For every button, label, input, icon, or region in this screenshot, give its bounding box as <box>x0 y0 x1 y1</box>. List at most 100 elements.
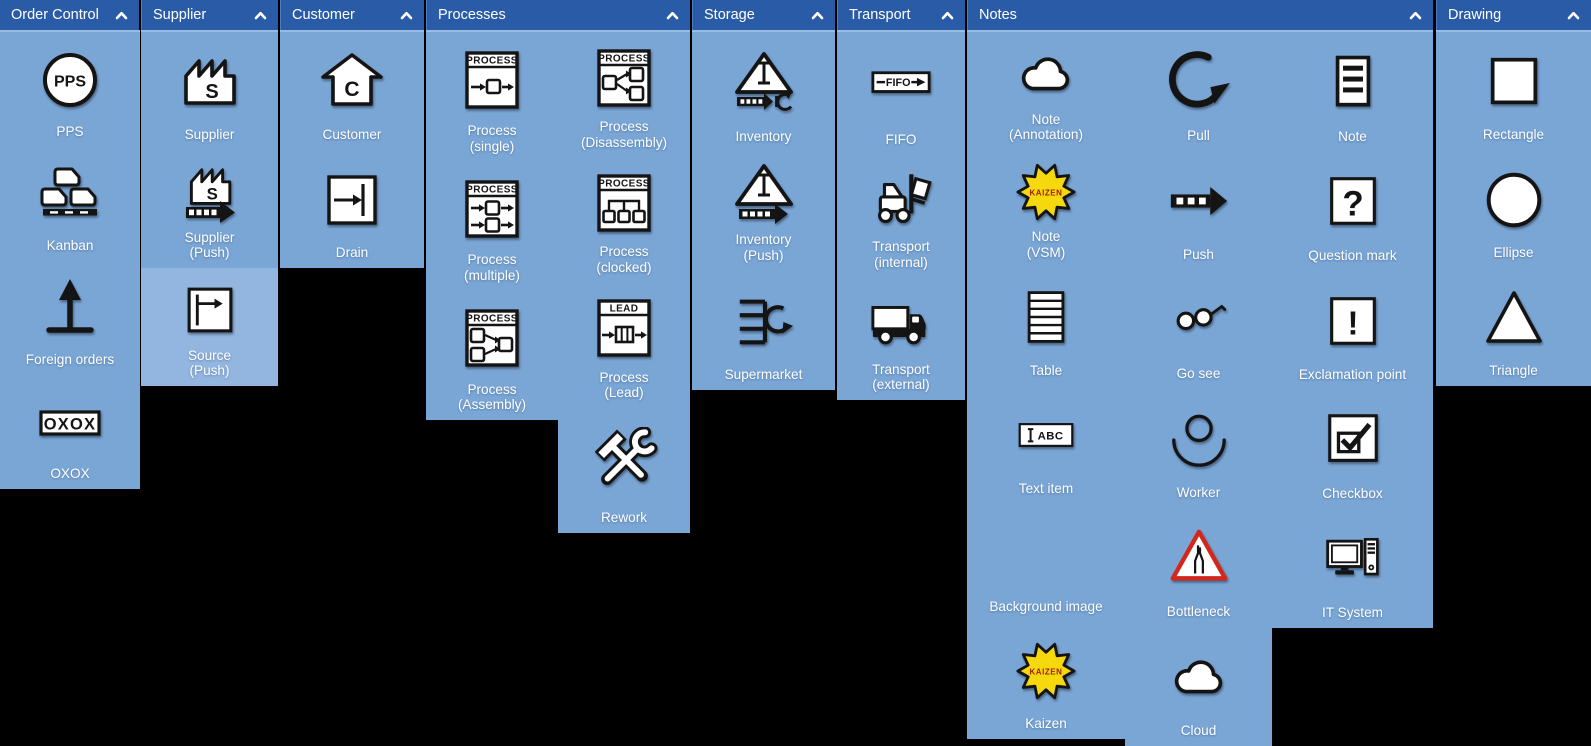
svg-text:PROCESS: PROCESS <box>466 184 518 195</box>
panel-header-processes[interactable]: Processes <box>426 0 690 30</box>
panel-header-storage[interactable]: Storage <box>692 0 835 30</box>
palette-item-go-see[interactable]: Go see <box>1125 270 1272 389</box>
palette-item-inventory[interactable]: Inventory <box>692 32 835 151</box>
palette-item-transport-external[interactable]: Transport (external) <box>837 277 965 400</box>
chevron-up-icon[interactable] <box>400 11 413 20</box>
palette-item-exclamation-point[interactable]: !Exclamation point <box>1272 270 1433 389</box>
panel-header-order-control[interactable]: Order Control <box>0 0 139 30</box>
palette-item-triangle[interactable]: Triangle <box>1436 268 1591 386</box>
palette-item-label: Inventory <box>735 128 792 144</box>
cloud-icon <box>1163 631 1235 723</box>
panel-header-drawing[interactable]: Drawing <box>1436 0 1591 30</box>
chevron-up-icon[interactable] <box>666 11 679 20</box>
panel-title: Supplier <box>153 7 207 23</box>
palette-item-bottleneck[interactable]: Bottleneck <box>1125 508 1272 627</box>
palette-item-label: Rework <box>600 510 648 526</box>
palette-item-question-mark[interactable]: ?Question mark <box>1272 151 1433 270</box>
palette-item-label: Process (Disassembly) <box>580 119 668 150</box>
chevron-up-icon[interactable] <box>1409 11 1422 20</box>
palette-item-worker[interactable]: Worker <box>1125 389 1272 508</box>
process-disassembly-icon: PROCESS <box>591 36 657 119</box>
palette-item-it-system[interactable]: IT System <box>1272 509 1433 628</box>
rectangle-icon <box>1481 36 1547 127</box>
process-lead-icon: LEAD <box>591 287 657 370</box>
palette-item-label: OXOX <box>50 466 90 482</box>
question-mark-icon: ? <box>1321 155 1385 248</box>
palette-item-inventory-push[interactable]: Inventory (Push) <box>692 151 835 270</box>
chevron-up-icon[interactable] <box>115 11 128 20</box>
panel-title: Drawing <box>1448 7 1502 23</box>
palette-item-label: Process (multiple) <box>464 252 520 284</box>
palette-item-note-annotation[interactable]: Note (Annotation) <box>967 32 1125 150</box>
palette-item-rework[interactable]: Rework <box>558 408 690 533</box>
palette-item-process-multiple[interactable]: PROCESS Process (multiple) <box>426 161 558 290</box>
palette-item-kanban[interactable]: Kanban <box>0 146 140 260</box>
panel-header-customer[interactable]: Customer <box>280 0 424 30</box>
chevron-up-icon[interactable] <box>254 11 267 20</box>
chevron-up-icon[interactable] <box>811 11 824 20</box>
pps-icon: PPS <box>37 36 103 124</box>
palette-item-drain[interactable]: Drain <box>280 150 424 268</box>
inventory-triangle-push-icon <box>731 155 797 232</box>
panel-header-notes[interactable]: Notes <box>967 0 1433 30</box>
palette-item-table[interactable]: Table <box>967 268 1125 386</box>
palette-item-label: Bottleneck <box>1166 604 1231 620</box>
palette-item-label: Rectangle <box>1482 127 1545 143</box>
palette-item-checkbox[interactable]: Checkbox <box>1272 390 1433 509</box>
palette-item-label: Process (single) <box>467 123 517 154</box>
svg-text:LEAD: LEAD <box>610 304 639 315</box>
palette-item-note[interactable]: Note <box>1272 32 1433 151</box>
palette-item-process-assembly[interactable]: PROCESS Process (Assembly) <box>426 291 558 420</box>
svg-text:FIFO: FIFO <box>886 77 911 89</box>
palette-item-rectangle[interactable]: Rectangle <box>1436 32 1591 150</box>
panel-header-transport[interactable]: Transport <box>837 0 965 30</box>
palette-item-label: Process (Assembly) <box>458 381 526 413</box>
chevron-up-icon[interactable] <box>941 11 954 20</box>
palette-item-ellipse[interactable]: Ellipse <box>1436 150 1591 268</box>
svg-text:PPS: PPS <box>54 73 86 90</box>
exclamation-icon: ! <box>1321 274 1385 367</box>
svg-text:PROCESS: PROCESS <box>466 314 518 325</box>
pull-circle-arrow-icon <box>1166 36 1232 128</box>
palette-item-label: Customer <box>322 127 382 143</box>
palette-item-label: Table <box>1029 362 1063 378</box>
tools-icon <box>589 412 659 511</box>
palette-item-transport-internal[interactable]: Transport (internal) <box>837 155 965 278</box>
palette-item-supermarket[interactable]: Supermarket <box>692 271 835 390</box>
kaizen-burst-icon: KAIZEN <box>1009 625 1083 716</box>
palette-item-foreign-orders[interactable]: Foreign orders <box>0 261 140 375</box>
table-icon <box>1016 272 1076 363</box>
process-single-icon: PROCESS <box>459 36 525 123</box>
palette-item-source-push[interactable]: Source (Push) <box>141 268 278 386</box>
palette-item-pull[interactable]: Pull <box>1125 32 1272 151</box>
palette-item-label: Checkbox <box>1322 486 1383 502</box>
palette-item-push[interactable]: Push <box>1125 151 1272 270</box>
palette-item-cloud[interactable]: Cloud <box>1125 627 1272 746</box>
bottleneck-sign-icon <box>1167 512 1231 604</box>
kanban-cards-icon <box>37 150 103 238</box>
palette-item-label: Pull <box>1187 128 1210 144</box>
palette-item-label: IT System <box>1322 605 1383 621</box>
glasses-icon <box>1164 274 1234 366</box>
palette-item-background-image[interactable]: Background image <box>967 503 1125 621</box>
chevron-up-icon[interactable] <box>1567 11 1580 20</box>
inventory-triangle-hook-icon <box>731 36 797 129</box>
house-icon: C <box>319 36 385 127</box>
panel-header-supplier[interactable]: Supplier <box>141 0 278 30</box>
